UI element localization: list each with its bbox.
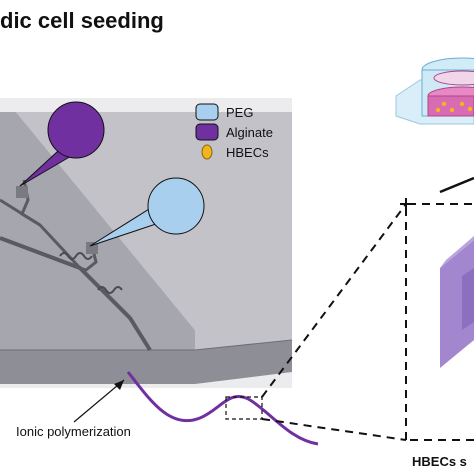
ionic-annotation: Ionic polymerization [16,379,131,439]
legend-peg-label: PEG [226,105,253,120]
magnified-view: HBECs s [400,198,474,469]
legend-alginate-swatch [195,123,219,141]
microfluidic-chip [0,98,293,388]
figure-title: dic cell seeding [0,8,164,33]
main-channel [0,236,152,352]
dish-link-line [439,176,474,194]
peg-inlet [86,242,98,254]
zoom-guide-lower [261,418,407,441]
peg-callout [89,177,205,247]
alginate-fiber [126,371,319,446]
alginate-inlet [16,186,28,198]
legend-alginate-label: Alginate [226,125,273,140]
hydrogel-cube-top [440,236,474,268]
chip-top-face [0,112,195,350]
dish-inner-rim [433,70,474,86]
mixer-segment [59,252,123,294]
dish-media-body [427,95,474,117]
zoom-guide-upper [261,203,407,398]
legend-hbec-swatch [201,144,213,160]
culture-dish [395,57,474,125]
chip-top-face-2 [16,112,292,350]
hydrogel-cube-inner [462,268,474,330]
ionic-label: Ionic polymerization [16,424,131,439]
hbecs-label: HBECs s [412,454,467,469]
hydrogel-cube-front [440,240,474,368]
chip-front-face [0,340,292,384]
fiber-zoom-box [225,396,263,420]
peg-balloon [147,177,205,235]
alginate-balloon [47,101,105,159]
legend-peg-swatch [195,103,219,121]
alginate-callout [19,101,105,187]
legend: PEG Alginate HBECs [195,103,273,160]
legend-hbec-label: HBECs [226,145,269,160]
